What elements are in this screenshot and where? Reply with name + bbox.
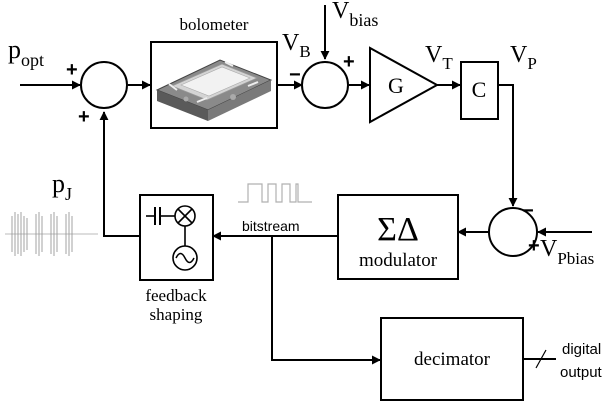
c-block [460, 61, 499, 120]
sum-junction-2 [301, 61, 349, 109]
v-b-label: VB [282, 30, 311, 61]
digital-output-label-line2: output [560, 364, 603, 381]
modulator-label: modulator [359, 250, 438, 271]
sum3-plus-right: + [528, 235, 540, 257]
feedback-label-line1: feedback [145, 286, 207, 305]
feedback-shaping-block [139, 194, 214, 281]
bolometer-label: bolometer [180, 15, 249, 34]
decimator-output-slash [535, 349, 547, 369]
sum1-plus-bottom: + [78, 106, 90, 128]
feedback-to-sum1-wire [99, 111, 140, 237]
c-label: C [472, 77, 487, 102]
decimator-block [380, 317, 524, 401]
bitstream-label: bitstream [242, 218, 300, 234]
gain-amplifier [369, 46, 440, 124]
gain-label: G [388, 73, 404, 98]
v-pbias-label: VPbias [540, 236, 594, 268]
modulator-block [337, 194, 459, 280]
bolometer-device-image [155, 59, 273, 121]
p-opt-label: popt [8, 35, 44, 70]
decimator-label: decimator [414, 349, 491, 370]
sum2-minus-left: − [289, 64, 301, 86]
feedback-internals [146, 205, 198, 271]
v-p-label: VP [510, 42, 537, 73]
sum2-plus-right: + [343, 51, 355, 73]
sum3-minus-top: − [522, 200, 534, 222]
modulator-symbol: ΣΔ [377, 211, 419, 248]
p-j-label: pJ [52, 169, 72, 204]
c-to-sum3-wire [498, 84, 518, 207]
sum1-plus-left: + [66, 59, 78, 81]
v-bias-label: Vbias [332, 0, 378, 30]
v-t-label: VT [425, 42, 453, 73]
bitstream-waveform-icon [238, 183, 312, 203]
pj-noise-waveform-icon [5, 212, 98, 256]
digital-output-label-line1: digital [562, 341, 601, 358]
bitstream-to-decimator-wire [271, 236, 381, 365]
feedback-label-line2: shaping [150, 305, 203, 324]
sum-junction-1 [80, 61, 128, 109]
sum-junction-3 [488, 207, 538, 257]
